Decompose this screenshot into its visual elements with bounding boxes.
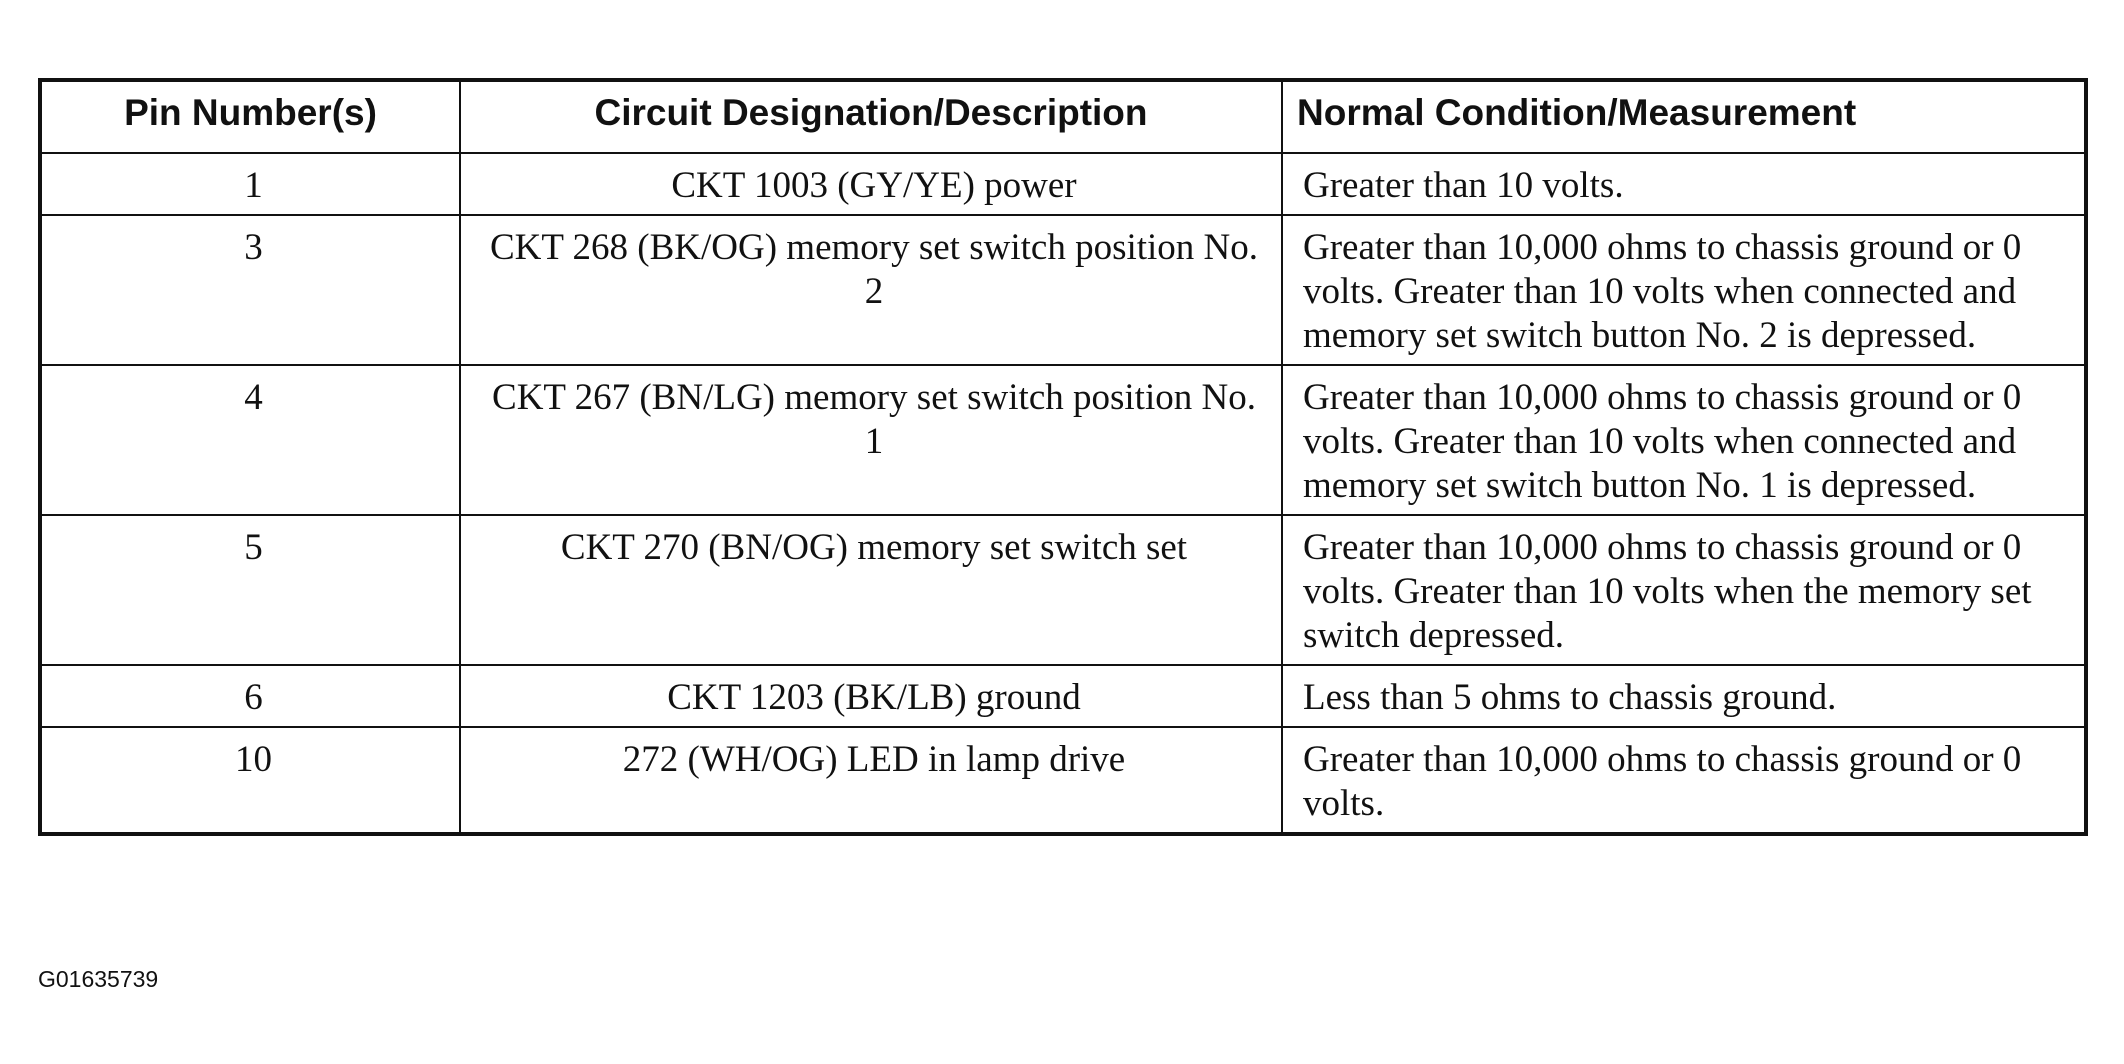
condition-measurement-cell: Greater than 10,000 ohms to chassis grou… — [1281, 214, 2087, 366]
condition-measurement-cell: Less than 5 ohms to chassis ground. — [1281, 664, 2087, 728]
condition-measurement-cell: Greater than 10,000 ohms to chassis grou… — [1281, 726, 2087, 835]
pin-number-cell: 3 — [39, 214, 461, 366]
pin-number-cell: 6 — [39, 664, 461, 728]
circuit-description-cell: CKT 270 (BN/OG) memory set switch set — [459, 514, 1283, 666]
pin-number-cell: 5 — [39, 514, 461, 666]
pin-number-cell: 10 — [39, 726, 461, 835]
table-row: 1 CKT 1003 (GY/YE) power Greater than 10… — [39, 152, 2087, 216]
circuit-description-cell: CKT 1003 (GY/YE) power — [459, 152, 1283, 216]
circuit-description-cell: CKT 267 (BN/LG) memory set switch positi… — [459, 364, 1283, 516]
figure-id-label: G01635739 — [38, 966, 159, 992]
pin-number-cell: 4 — [39, 364, 461, 516]
circuit-description-cell: 272 (WH/OG) LED in lamp drive — [459, 726, 1283, 835]
header-row: Pin Number(s) Circuit Designation/Descri… — [39, 79, 2087, 154]
header-circuit-designation: Circuit Designation/Description — [459, 79, 1283, 154]
header-normal-condition: Normal Condition/Measurement — [1281, 79, 2087, 154]
circuit-description-cell: CKT 1203 (BK/LB) ground — [459, 664, 1283, 728]
table-row: 10 272 (WH/OG) LED in lamp drive Greater… — [39, 726, 2087, 835]
condition-measurement-cell: Greater than 10 volts. — [1281, 152, 2087, 216]
table-header: Pin Number(s) Circuit Designation/Descri… — [39, 79, 2087, 154]
table-row: 3 CKT 268 (BK/OG) memory set switch posi… — [39, 214, 2087, 366]
table-row: 4 CKT 267 (BN/LG) memory set switch posi… — [39, 364, 2087, 516]
pin-measurement-table: Pin Number(s) Circuit Designation/Descri… — [38, 78, 2088, 836]
table-row: 5 CKT 270 (BN/OG) memory set switch set … — [39, 514, 2087, 666]
table-body: 1 CKT 1003 (GY/YE) power Greater than 10… — [39, 152, 2087, 835]
circuit-description-cell: CKT 268 (BK/OG) memory set switch positi… — [459, 214, 1283, 366]
condition-measurement-cell: Greater than 10,000 ohms to chassis grou… — [1281, 514, 2087, 666]
header-pin-numbers: Pin Number(s) — [39, 79, 461, 154]
pin-number-cell: 1 — [39, 152, 461, 216]
condition-measurement-cell: Greater than 10,000 ohms to chassis grou… — [1281, 364, 2087, 516]
table-row: 6 CKT 1203 (BK/LB) ground Less than 5 oh… — [39, 664, 2087, 728]
